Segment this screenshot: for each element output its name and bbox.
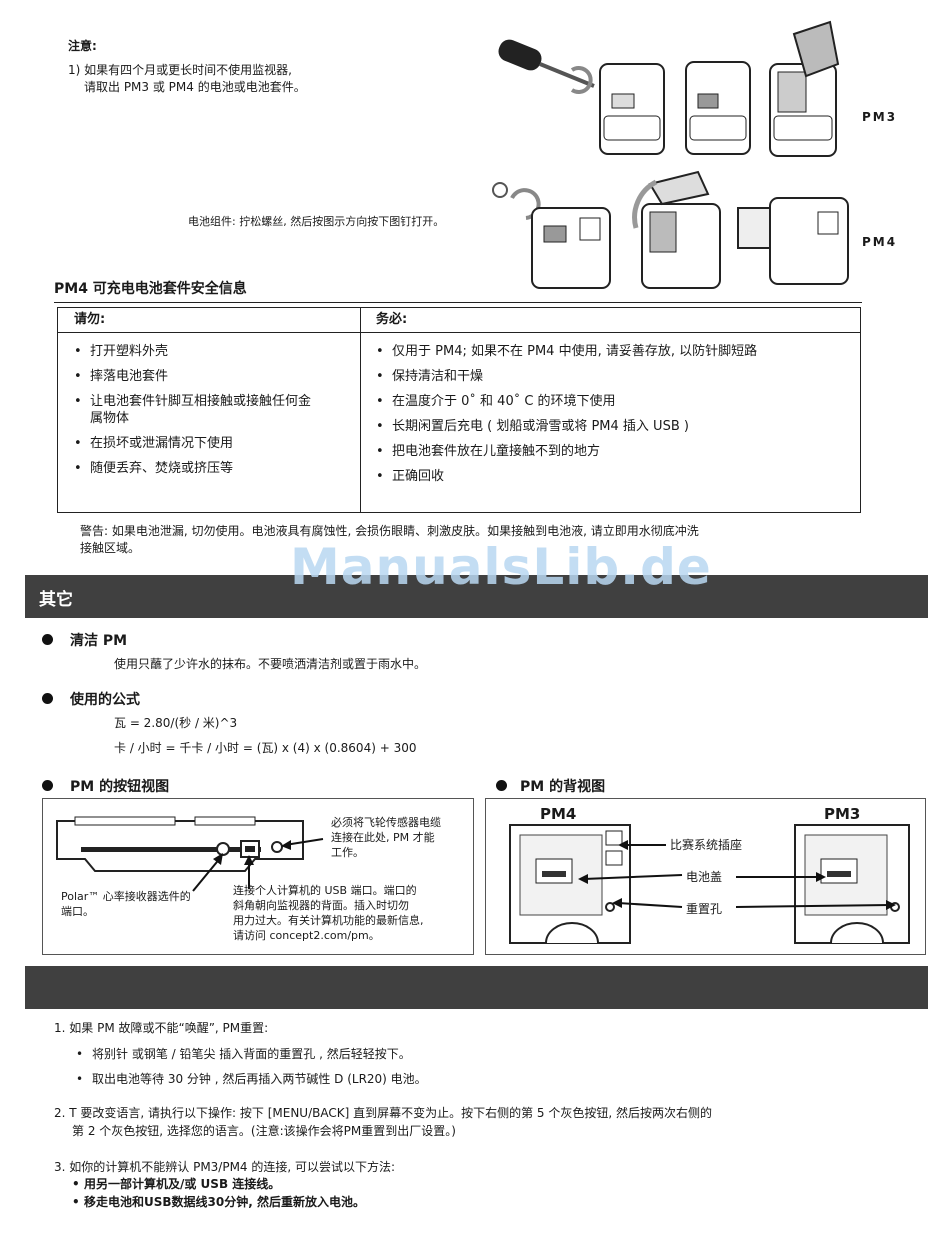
reset-hole-icon (605, 902, 615, 912)
warning-line-1: 警告: 如果电池泄漏, 切勿使用。电池液具有腐蚀性, 会损伤眼睛、刺激皮肤。如果… (80, 524, 699, 538)
do-header: 务必: (360, 308, 860, 333)
list-item: • 取出电池等待 30 分钟 , 然后再插入两节碱性 D (LR20) 电池。 (76, 1070, 427, 1089)
back-view-title: PM 的背视图 (520, 779, 606, 795)
warning-line-2: 接触区域。 (80, 541, 141, 555)
safety-table: 请勿: 打开塑料外壳 摔落电池套件 让电池套件针脚互相接触或接触任何金属物体 在… (57, 307, 861, 513)
button-view-title: PM 的按钮视图 (70, 779, 170, 795)
note-item-1-line-2: 请取出 PM3 或 PM4 的电池或电池套件。 (84, 80, 306, 94)
bullet-icon: • (72, 1195, 80, 1209)
back-view-box: PM4 PM3 比赛系统插座 电池盖 重置孔 (485, 798, 926, 955)
dont-header: 请勿: (58, 308, 360, 333)
callout-line: 请访问 concept2.com/pm。 (233, 929, 380, 942)
note-item-1-line-1: 1) 如果有四个月或更长时间不使用监视器, (68, 63, 292, 77)
heading-rule (54, 302, 862, 303)
formula-2: 卡 / 小时 = 千卡 / 小时 = (瓦) x (4) x (0.8604) … (114, 741, 417, 755)
pm4-label: PM4 (862, 235, 898, 249)
section-bar-troubleshooting (25, 966, 928, 1009)
formula-1: 瓦 = 2.80/(秒 / 米)^3 (114, 716, 238, 730)
callout-line: 工作。 (331, 846, 364, 859)
bullet-icon (42, 634, 53, 645)
button-view-box: 必须将飞轮传感器电缆 连接在此处, PM 才能 工作。 Polar™ 心率接收器… (42, 798, 474, 955)
back-pm4-label: PM4 (540, 805, 577, 823)
flywheel-port-icon (271, 841, 283, 853)
polar-port-icon (216, 842, 230, 856)
pm3-battery-removal-illustration (498, 20, 840, 157)
list-item: • 用另一部计算机及/或 USB 连接线。 (72, 1175, 281, 1194)
callout-flywheel: 必须将飞轮传感器电缆 连接在此处, PM 才能 工作。 (331, 815, 441, 860)
pm4-unit-step-2 (632, 170, 721, 289)
pm3-unit-step-2 (685, 61, 751, 155)
bullet-icon (42, 693, 53, 704)
list-item-text: 用另一部计算机及/或 USB 连接线。 (84, 1177, 281, 1191)
note-title: 注意: (68, 39, 97, 53)
formula-title: 使用的公式 (70, 692, 140, 708)
back-pm3-label: PM3 (824, 805, 861, 823)
pm4-back-illustration (509, 824, 631, 944)
clean-title: 清洁 PM (70, 633, 128, 649)
pm3-unit-step-1 (599, 63, 665, 155)
pm3-unit-step-3 (769, 20, 840, 157)
list-item-text: 移走电池和USB数据线30分钟, 然后重新放入电池。 (84, 1195, 365, 1209)
callout-line: 用力过大。有关计算机功能的最新信息, (233, 914, 424, 927)
callout-polar: Polar™ 心率接收器选件的 端口。 (61, 889, 191, 919)
do-list: 仅用于 PM4; 如果不在 PM4 中使用, 请妥善存放, 以防针脚短路 保持清… (360, 333, 860, 485)
callout-line: 连接在此处, PM 才能 (331, 831, 435, 844)
callout-line: 端口。 (61, 905, 94, 918)
clean-text: 使用只蘸了少许水的抹布。不要喷洒清洁剂或置于雨水中。 (114, 657, 427, 671)
label-reset-hole: 重置孔 (686, 902, 723, 916)
bullet-icon: • (76, 1072, 84, 1086)
bullet-icon (42, 780, 53, 791)
do-column: 务必: 仅用于 PM4; 如果不在 PM4 中使用, 请妥善存放, 以防针脚短路… (360, 308, 860, 512)
section-bar-other: 其它 (25, 575, 928, 618)
label-battery-cover: 电池盖 (686, 870, 723, 884)
callout-arrows (192, 838, 324, 892)
callout-line: 必须将飞轮传感器电缆 (331, 816, 441, 829)
bullet-icon: • (72, 1177, 80, 1191)
race-socket-icon (605, 830, 623, 846)
list-item-text: 取出电池等待 30 分钟 , 然后再插入两节碱性 D (LR20) 电池。 (92, 1072, 427, 1086)
list-item: 让电池套件针脚互相接触或接触任何金属物体 (74, 393, 360, 427)
callout-line: Polar™ 心率接收器选件的 (61, 890, 191, 903)
rotate-arrow-icon (570, 66, 593, 94)
ts-item-3: 3. 如你的计算机不能辨认 PM3/PM4 的连接, 可以尝试以下方法: (54, 1160, 396, 1174)
label-race-socket: 比赛系统插座 (670, 838, 743, 852)
ts-item-2-line-1: 2. T 要改变语言, 请执行以下操作: 按下 [MENU/BACK] 直到屏幕… (54, 1106, 712, 1120)
bullet-icon: • (76, 1047, 84, 1061)
list-item: 仅用于 PM4; 如果不在 PM4 中使用, 请妥善存放, 以防针脚短路 (376, 343, 860, 360)
section-title: 其它 (39, 590, 73, 610)
list-item: 正确回收 (376, 468, 860, 485)
watermark-text: ManualsLib.de (290, 538, 712, 596)
pm4-battery-removal-illustration (492, 170, 849, 289)
pm4-unit-step-3 (737, 197, 849, 285)
back-view-arrows (578, 840, 896, 910)
callout-usb: 连接个人计算机的 USB 端口。端口的 斜角朝向监视器的背面。插入时切勿 用力过… (233, 883, 424, 943)
list-item: • 移走电池和USB数据线30分钟, 然后重新放入电池。 (72, 1193, 365, 1212)
list-item-text: 将别针 或钢笔 / 铅笔尖 插入背面的重置孔 , 然后轻轻按下。 (92, 1047, 411, 1061)
dont-column: 请勿: 打开塑料外壳 摔落电池套件 让电池套件针脚互相接触或接触任何金属物体 在… (58, 308, 361, 512)
callout-line: 斜角朝向监视器的背面。插入时切勿 (233, 899, 409, 912)
screw-icon (492, 182, 508, 198)
screwdriver-icon (498, 39, 595, 88)
callout-line: 连接个人计算机的 USB 端口。端口的 (233, 884, 417, 897)
list-item: 长期闲置后充电 ( 划船或滑雪或将 PM4 插入 USB ) (376, 418, 860, 435)
pm-bottom-view-illustration (56, 816, 304, 872)
list-item: 随便丢弃、焚烧或挤压等 (74, 460, 360, 477)
dont-list: 打开塑料外壳 摔落电池套件 让电池套件针脚互相接触或接触任何金属物体 在损坏或泄… (58, 333, 360, 477)
list-item: 在损坏或泄漏情况下使用 (74, 435, 360, 452)
ts-item-2-line-2: 第 2 个灰色按钮, 选择您的语言。(注意:该操作会将PM重置到出厂设置。) (72, 1124, 456, 1138)
pm4-unit-step-1 (531, 207, 611, 289)
ts-item-1: 1. 如果 PM 故障或不能“唤醒”, PM重置: (54, 1021, 269, 1035)
safety-heading: PM4 可充电电池套件安全信息 (54, 281, 247, 297)
list-item: 在温度介于 0˚ 和 40˚ C 的环境下使用 (376, 393, 860, 410)
list-item: 保持清洁和干燥 (376, 368, 860, 385)
battery-caption: 电池组件: 拧松螺丝, 然后按图示方向按下图钉打开。 (188, 215, 445, 228)
list-item: • 将别针 或钢笔 / 铅笔尖 插入背面的重置孔 , 然后轻轻按下。 (76, 1045, 411, 1064)
list-item: 打开塑料外壳 (74, 343, 360, 360)
pm3-label: PM3 (862, 110, 898, 124)
bullet-icon (496, 780, 507, 791)
list-item: 摔落电池套件 (74, 368, 360, 385)
list-item: 把电池套件放在儿童接触不到的地方 (376, 443, 860, 460)
